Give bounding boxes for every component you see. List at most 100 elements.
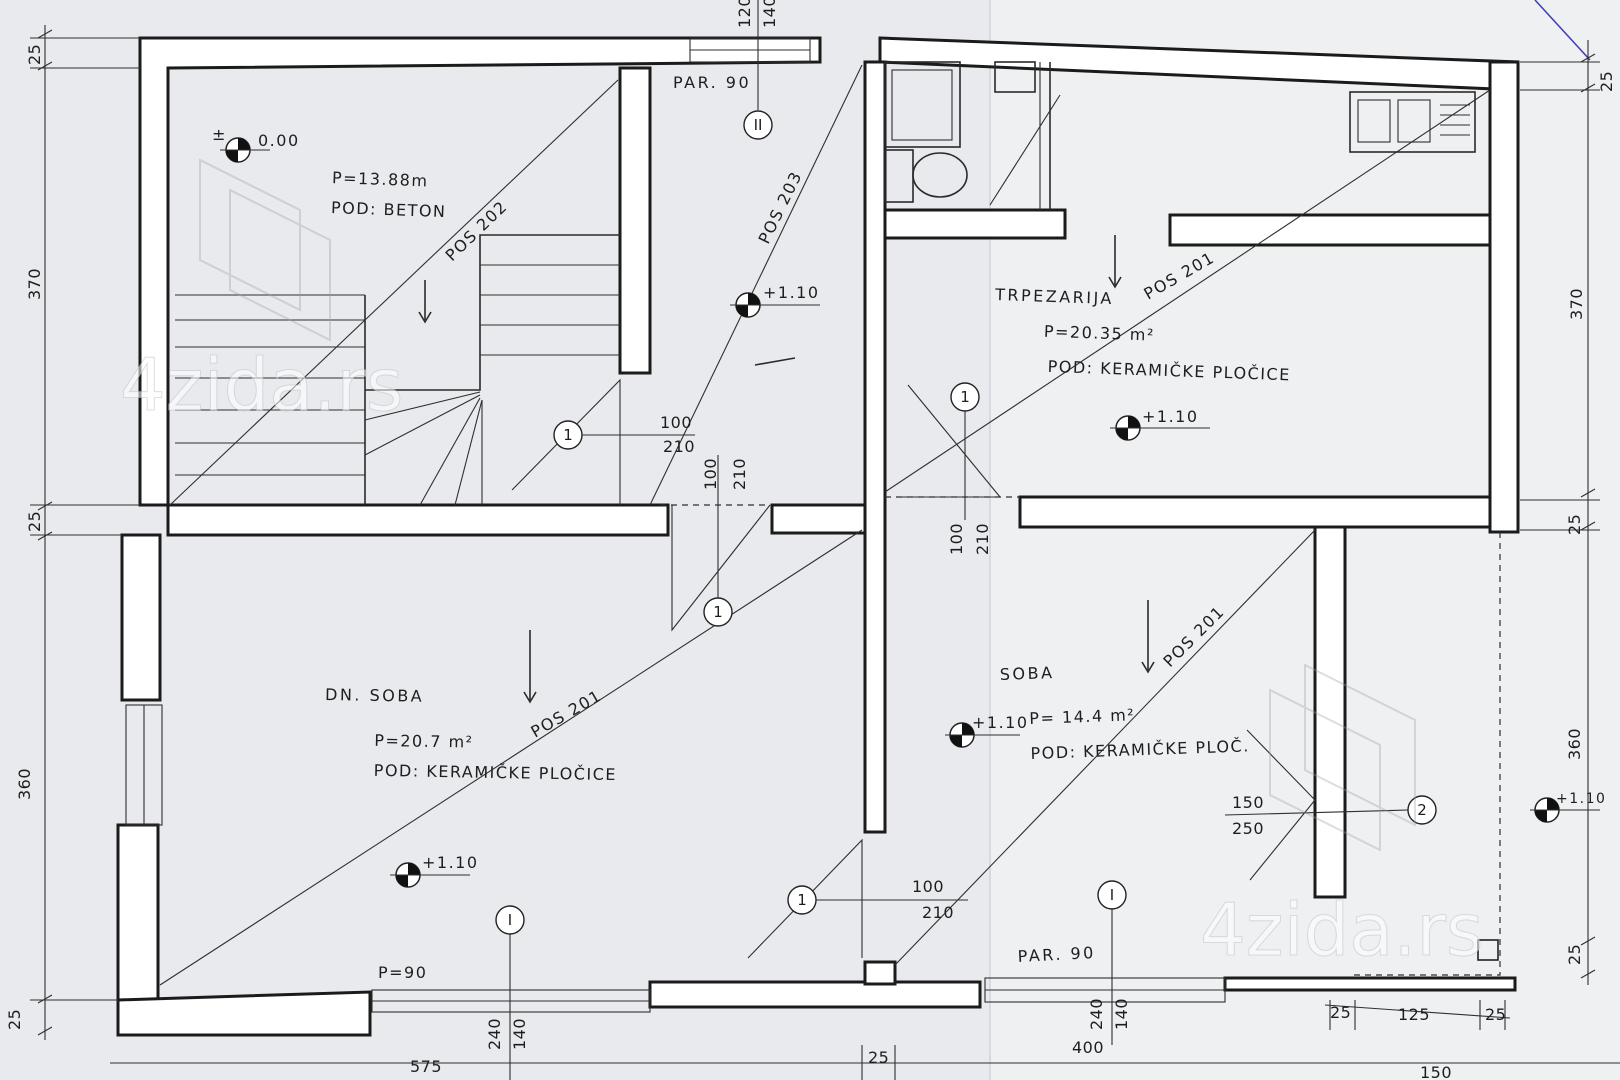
door-marker-bedroom: 1 100 210: [787, 877, 968, 922]
door-number: 2: [1417, 801, 1427, 819]
wall-hall-bottom: [770, 503, 867, 535]
dimension-bottom: 575 25 400 25 125 25 150: [110, 1000, 1620, 1080]
level-value: 0.00: [258, 131, 300, 150]
dim-value: 25: [25, 44, 44, 65]
slab-diagonals: [159, 64, 1491, 986]
section-label: I: [508, 911, 512, 929]
dim-value: 370: [1567, 288, 1586, 320]
door-width: 100: [660, 413, 692, 432]
room-floor: POD: BETON: [331, 198, 447, 221]
wall-kitchen-partition: [1168, 213, 1492, 247]
level-mark-living: +1.10: [390, 853, 479, 888]
level-mark-stairs: ± 0.00: [212, 125, 300, 163]
staircase: [175, 234, 620, 506]
section-marker-living: I 240 140: [485, 905, 529, 1080]
level-value: +1.10: [763, 283, 820, 302]
dim-value: 360: [1565, 728, 1584, 760]
dim-value: 125: [1398, 1005, 1430, 1024]
door-width: 100: [701, 458, 720, 490]
windows: [125, 37, 1226, 1013]
dim-value: 25: [1565, 514, 1584, 535]
door-marker-terrace: 2 150 250: [1224, 793, 1437, 838]
door-width: 150: [1232, 793, 1264, 812]
toilet-bowl: [912, 152, 968, 198]
window-sill: 140: [760, 0, 779, 28]
door-height: 210: [922, 903, 954, 922]
watermark-logo-right: [1269, 663, 1416, 852]
wall-bottom-mid: [648, 980, 982, 1009]
window-sill: 140: [510, 1018, 529, 1050]
window-height: 240: [1087, 998, 1106, 1030]
wall-right-upper: [1488, 60, 1520, 534]
room-area: P= 14.4 m²: [1029, 705, 1135, 728]
door-number: 1: [797, 891, 807, 909]
door-label-hall: PAR. 90: [673, 73, 751, 92]
terrace-outline: [1350, 532, 1501, 976]
door-number: 1: [713, 603, 723, 621]
dim-value: 25: [868, 1048, 889, 1067]
dim-value: 25: [25, 511, 44, 532]
level-value: +1.10: [972, 713, 1029, 732]
room-area: P=13.88m: [332, 168, 429, 190]
door-width: 100: [912, 877, 944, 896]
door-marker-hall: 1 100 210: [701, 455, 749, 627]
door-number: 1: [563, 426, 573, 444]
watermark-logo-left: [199, 158, 331, 342]
wall-bottom-left: [116, 990, 372, 1037]
watermark-right: 4zida.rs: [1200, 888, 1483, 972]
watermark-left: 4zida.rs: [120, 343, 403, 427]
dimension-right: 25 370 25 360 25: [1520, 40, 1616, 985]
wall-bath-bottom: [883, 208, 1067, 240]
window-height: 120: [735, 0, 754, 28]
room-stairs-labels: P=13.88m POD: BETON: [331, 168, 447, 221]
wall-center: [863, 60, 887, 834]
room-area: P=20.7 m²: [374, 731, 474, 752]
window-label-living: P=90: [378, 963, 427, 982]
wall-left-mid: [120, 533, 162, 702]
room-area: P=20.35 m²: [1044, 322, 1156, 345]
dim-value: 25: [1330, 1003, 1351, 1022]
wall-bottom-right: [1223, 976, 1517, 992]
pen-mark: [1534, 0, 1591, 61]
dim-value: 25: [1597, 71, 1616, 92]
section-marker-top: II 120 140: [735, 0, 779, 140]
room-floor: POD: KERAMIČKE PLOČICE: [374, 761, 617, 784]
section-label: I: [1110, 886, 1114, 904]
terrace-column: [1477, 939, 1499, 961]
level-value: +1.10: [1556, 791, 1606, 807]
window-sill: 140: [1112, 998, 1131, 1030]
section-label: II: [754, 116, 763, 134]
level-mark-outside: +1.10: [1530, 791, 1606, 823]
level-mark-bedroom: +1.10: [945, 713, 1029, 748]
door-height: 210: [730, 458, 749, 490]
dim-value: 370: [25, 268, 44, 300]
wall-bedroom-right: [1313, 525, 1347, 899]
dim-value: 575: [410, 1057, 442, 1076]
dim-value: 25: [1565, 944, 1584, 965]
door-swings: [511, 378, 1316, 959]
level-mark-hall: +1.10: [730, 283, 820, 318]
wall-stair-bottom: [166, 503, 670, 537]
window-label-bedroom: PAR. 90: [1017, 943, 1096, 966]
room-name: TRPEZARIJA: [994, 285, 1114, 308]
washbasin: [994, 61, 1036, 93]
dim-value: 360: [15, 768, 34, 800]
door-height: 210: [663, 437, 695, 456]
door-height: 210: [973, 523, 992, 555]
door-width: 100: [947, 523, 966, 555]
section-marker-bedroom: I 240 140: [1087, 880, 1131, 1045]
door-number: 1: [960, 388, 970, 406]
room-living-labels: DN. SOBA P=20.7 m² POD: KERAMIČKE PLOČIC…: [325, 685, 617, 784]
bathroom: [884, 61, 1051, 210]
wall-stair-hall: [618, 66, 652, 375]
dim-value: 25: [1485, 1005, 1506, 1024]
dim-value: 150: [1420, 1063, 1452, 1080]
level-value: +1.10: [422, 853, 479, 872]
walls: [116, 36, 1520, 1037]
door-marker-stairs: 1 100 210: [553, 413, 695, 456]
level-sign: ±: [212, 125, 227, 144]
span-arrows: [523, 235, 1155, 704]
room-name: DN. SOBA: [325, 685, 424, 706]
dimension-left: 25 370 25 360 25: [5, 25, 140, 1040]
